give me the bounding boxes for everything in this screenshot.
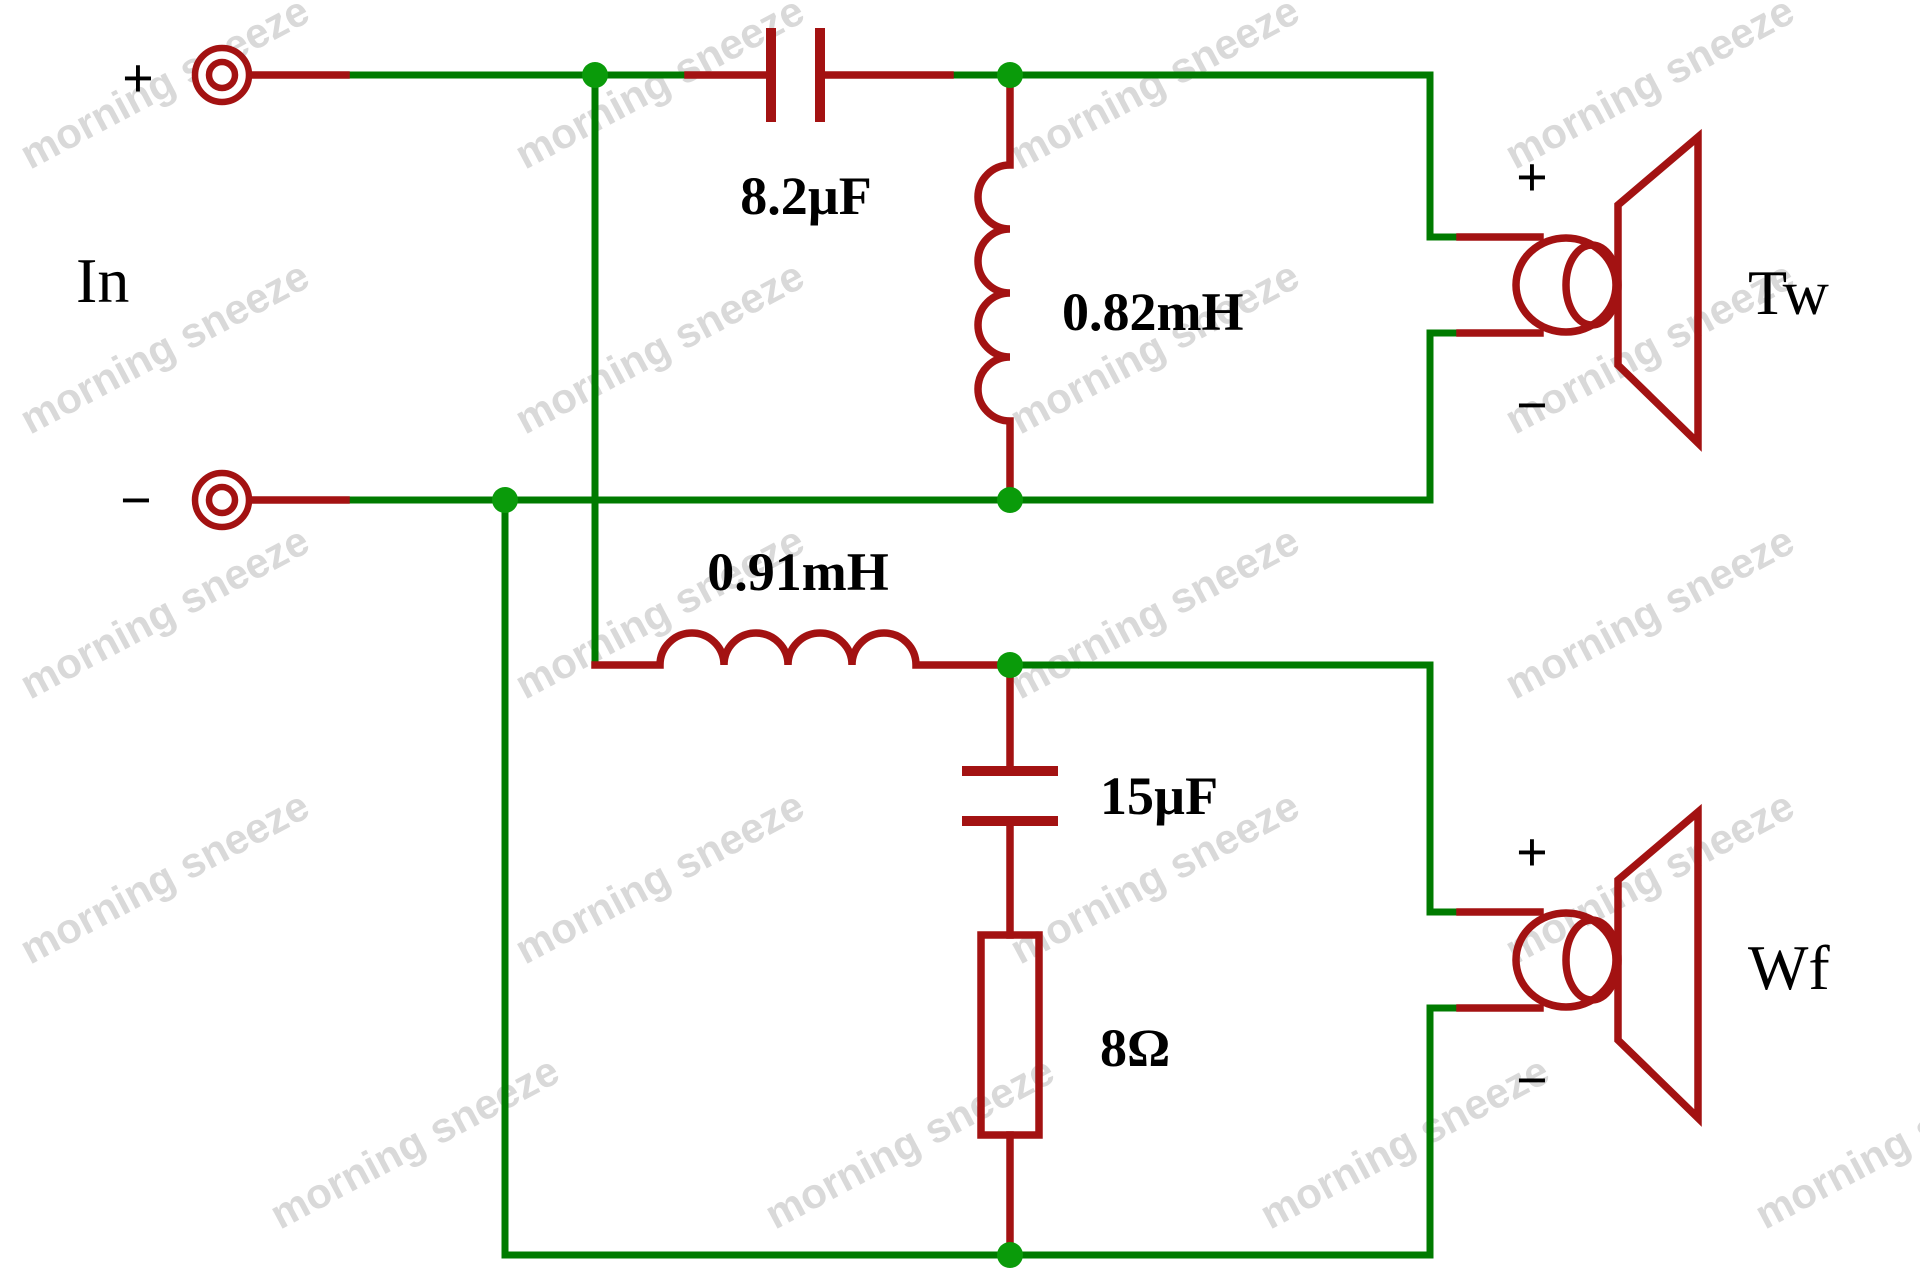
input-minus-sign: − [120,470,152,532]
inductor-shunt [974,71,1014,504]
capacitor-series [684,28,954,122]
watermark-text: morning sneeze [1002,0,1306,178]
label-shunt-resistor-value: 8Ω [1100,1018,1170,1078]
watermark-text: morning sneeze [262,1046,566,1238]
label-series-inductor-value: 0.91mH [707,542,889,602]
watermark-text: morning sneeze [1252,1046,1556,1238]
label-shunt-inductor-value: 0.82mH [1062,282,1244,342]
woofer-plus-sign: + [1516,822,1548,884]
input-terminals [191,44,350,531]
inductor-series-coil [591,629,1014,669]
junctions [492,62,1023,1268]
capacitor-shunt-plates [962,766,1058,826]
wire-top-rail-right-to-tweeter-plus [946,71,1466,241]
capacitor-series-plates [766,28,825,122]
watermark-text: morning sneeze [507,251,811,443]
junction-dot [997,62,1023,88]
junction-dot [997,487,1023,513]
watermark-text: morning sneeze [12,0,316,178]
tweeter-plus-sign: + [1516,147,1548,209]
junction-dot [492,487,518,513]
watermark-text: morning sneeze [12,781,316,973]
label-shunt-capacitor-value: 15µF [1100,766,1218,826]
wiring [342,71,1466,1259]
inductor-shunt-coil [974,71,1014,504]
watermark-text: morning sneeze [1002,251,1306,443]
watermark-text: morning sneeze [757,1046,1061,1238]
inductor-series [591,629,1014,669]
resistor-shunt [977,931,1043,1259]
label-series-capacitor-value: 8.2µF [740,166,872,226]
watermark-text: morning sneeze [1002,516,1306,708]
watermark-text: morning sneeze [1747,1046,1920,1238]
watermark-text: morning sneeze [12,516,316,708]
wire-minus-rail-to-tweeter-minus [342,329,1466,504]
watermark-text: morning sneeze [1497,516,1801,708]
junction-dot [997,1242,1023,1268]
input-plus-sign: + [122,48,154,110]
labels: + In − 8.2µF 0.82mH 0.91mH 15µF 8Ω + − T… [76,48,1830,1112]
woofer-label: Wf [1748,932,1830,1003]
junction-dot [582,62,608,88]
watermark-text: morning sneeze [507,781,811,973]
watermark-text: morning sneeze [507,0,811,178]
input-terminal-plus-inner [205,58,239,92]
tweeter-minus-sign: − [1516,375,1548,437]
tweeter-label: Tw [1748,257,1829,328]
input-label: In [76,245,129,316]
input-terminal-minus-inner [205,483,239,517]
junction-dot [997,652,1023,678]
capacitor-shunt [962,661,1058,939]
wire-bottom-return-to-woofer-minus [501,496,1466,1259]
wire-inductor-to-woofer-plus [1006,661,1466,916]
watermark-text: morning sneeze [12,251,316,443]
woofer-minus-sign: − [1516,1050,1548,1112]
